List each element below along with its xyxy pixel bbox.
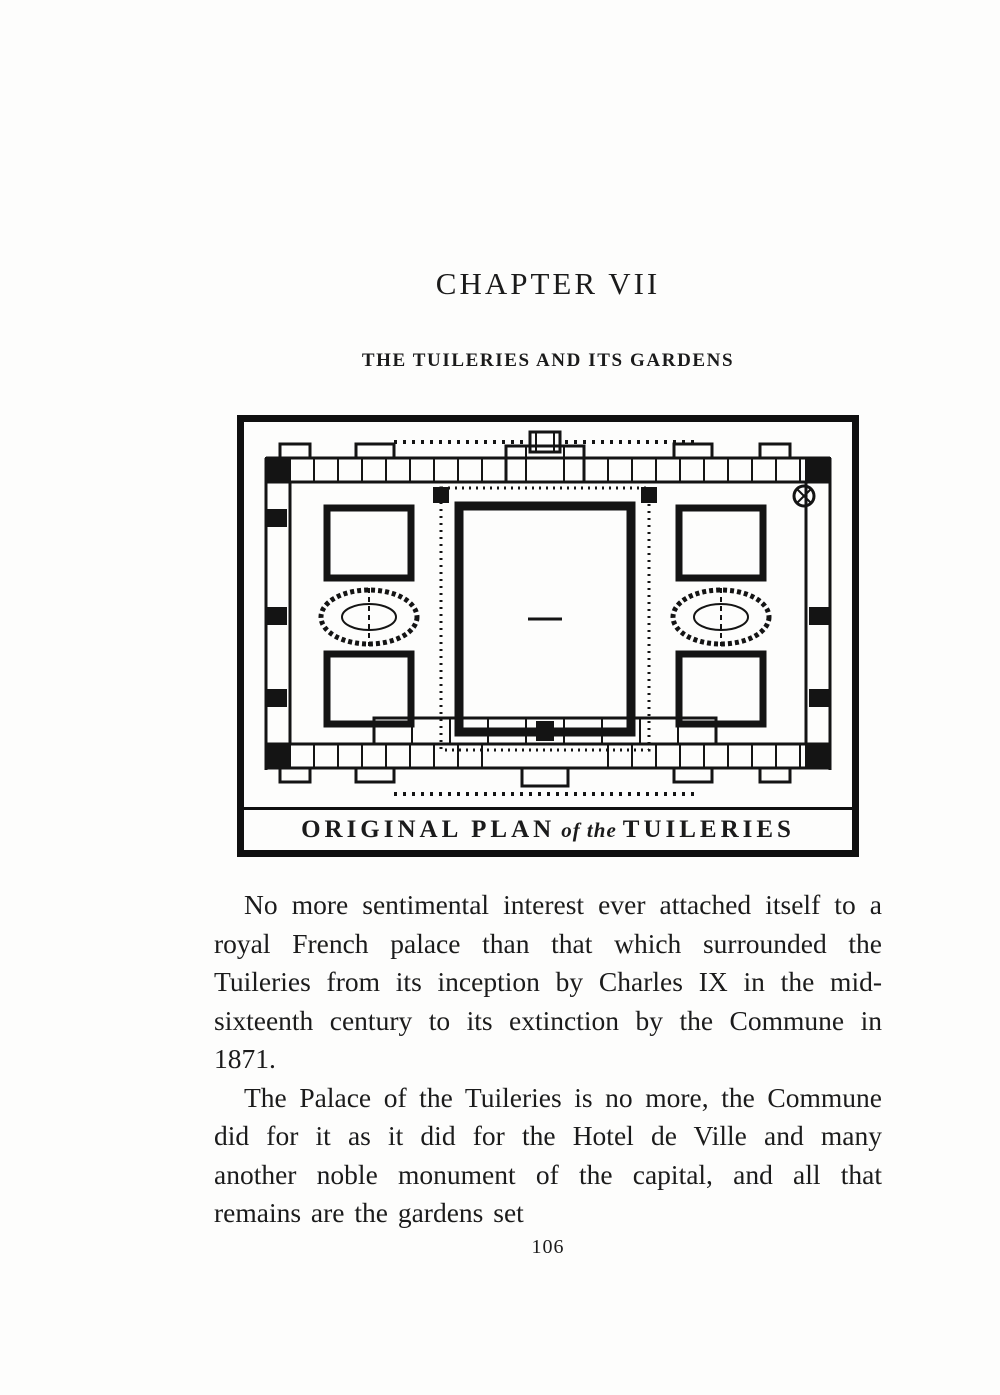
figure-caption-part1: ORIGINAL PLAN bbox=[301, 816, 556, 843]
figure-caption-part3: TUILERIES bbox=[622, 816, 795, 843]
floor-plan-area bbox=[244, 422, 852, 807]
tuileries-plan-figure: ORIGINAL PLAN of the TUILERIES bbox=[237, 415, 859, 857]
paragraph-1: No more sentimental interest ever attach… bbox=[214, 889, 882, 1074]
chapter-subheading: THE TUILERIES AND ITS GARDENS bbox=[361, 350, 735, 371]
figure-caption-part2: of the bbox=[561, 817, 617, 842]
page-number: 106 bbox=[531, 1236, 565, 1258]
figure-caption: ORIGINAL PLAN of the TUILERIES bbox=[244, 807, 852, 850]
body-text: No more sentimental interest ever attach… bbox=[214, 886, 882, 1233]
floor-plan-drawing bbox=[264, 430, 832, 796]
chapter-heading: CHAPTER VII bbox=[435, 266, 661, 301]
paragraph-2: The Palace of the Tuileries is no more, … bbox=[214, 1081, 882, 1229]
